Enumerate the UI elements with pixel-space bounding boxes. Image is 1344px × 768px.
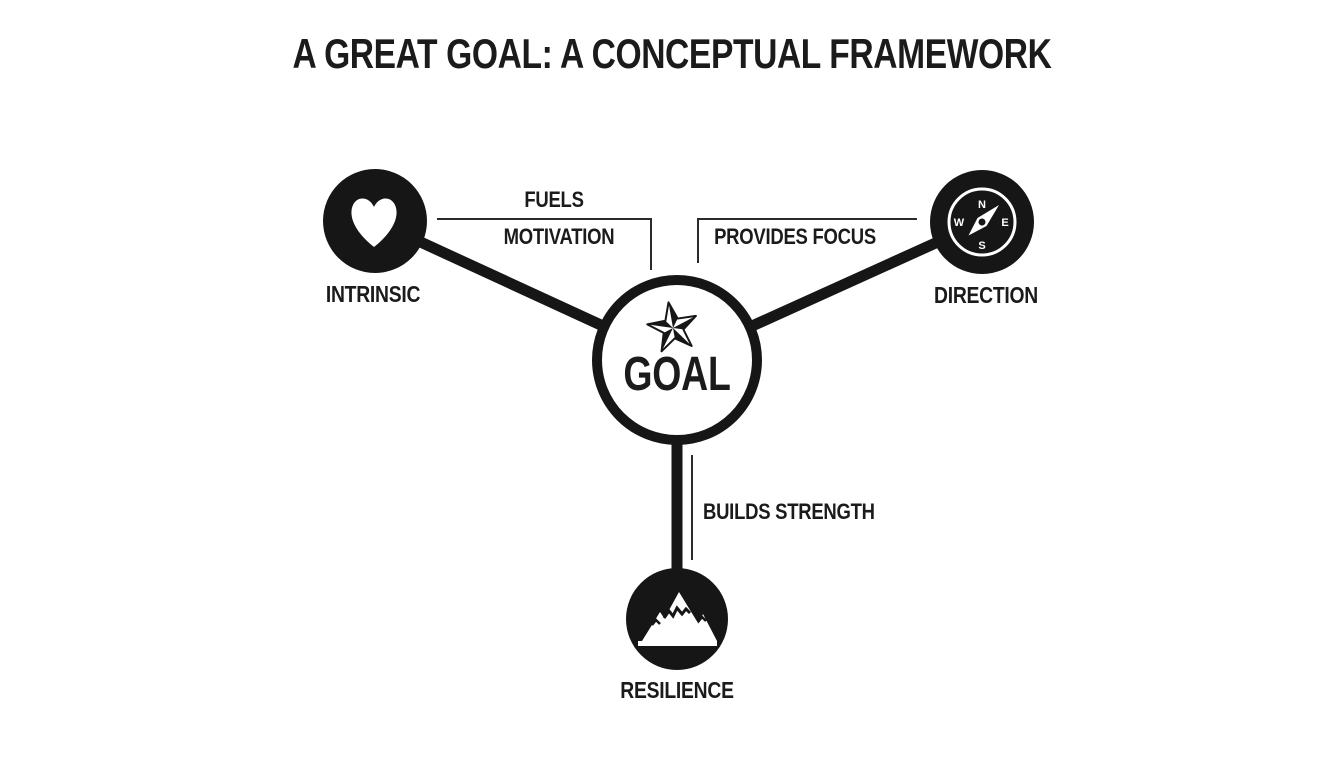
compass-icon: N E S W xyxy=(947,187,1017,257)
node-label-intrinsic: INTRINSIC xyxy=(325,281,421,307)
direction-node: N E S W xyxy=(930,170,1034,274)
compass-south-label: S xyxy=(978,240,985,252)
edge-label-builds-strength: BUILDS STRENGTH xyxy=(703,499,875,524)
goal-node-circle xyxy=(592,275,762,445)
label-bracket-left xyxy=(437,218,652,270)
label-bracket-right xyxy=(697,218,917,263)
goal-node-label: GOAL xyxy=(623,348,731,401)
edge-label-fuels: FUELS xyxy=(524,187,584,212)
node-label-direction: DIRECTION xyxy=(933,282,1039,308)
intrinsic-node xyxy=(323,169,427,273)
mountain-icon xyxy=(638,592,717,646)
node-label-resilience: RESILIENCE xyxy=(620,677,734,703)
goal-node xyxy=(592,275,762,445)
heart-icon xyxy=(351,198,397,247)
resilience-node xyxy=(626,568,728,670)
compass-west-label: W xyxy=(954,217,965,229)
star-icon xyxy=(646,301,697,353)
diagram-title: A GREAT GOAL: A CONCEPTUAL FRAMEWORK xyxy=(292,30,1052,77)
compass-needle-pivot xyxy=(978,218,986,226)
compass-north-label: N xyxy=(978,199,986,211)
compass-east-label: E xyxy=(1001,217,1008,229)
edge-label-provides-focus: PROVIDES FOCUS xyxy=(714,224,876,249)
compass-ring xyxy=(947,187,1017,257)
edge-label-motivation: MOTIVATION xyxy=(503,224,615,249)
